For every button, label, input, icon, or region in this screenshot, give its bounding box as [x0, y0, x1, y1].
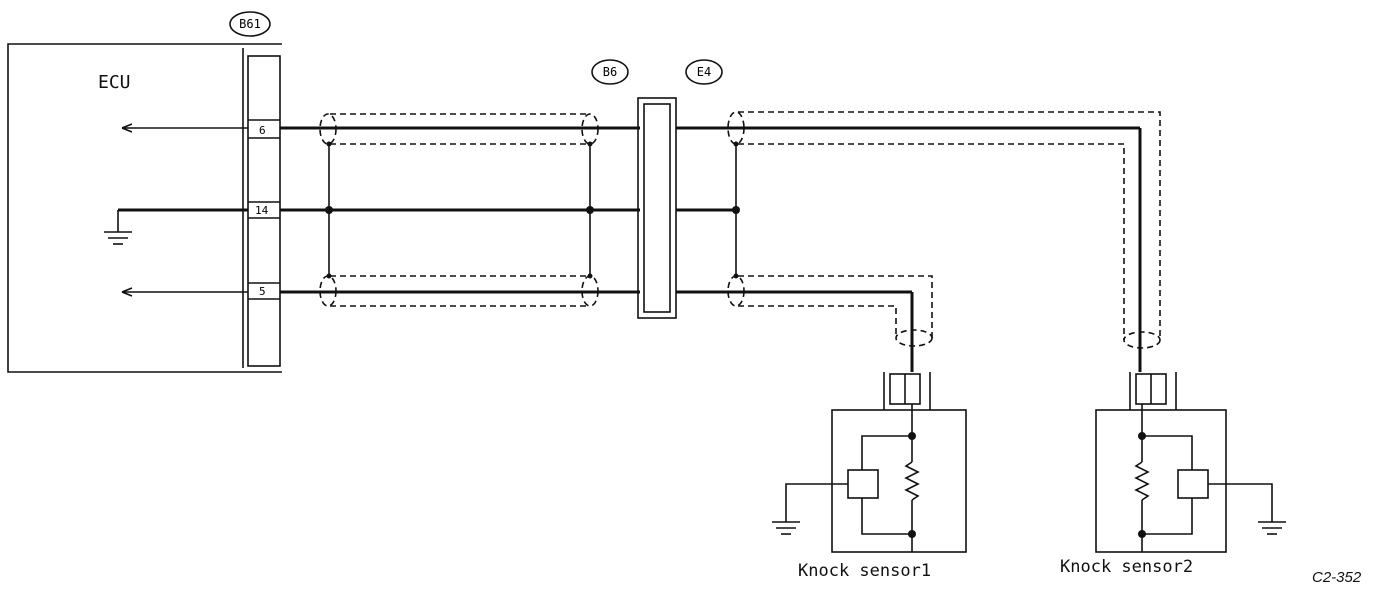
- connector-b61-tag: B61: [229, 11, 271, 37]
- knock-sensor-1: Knock sensor1: [772, 372, 967, 581]
- svg-text:B6: B6: [603, 65, 617, 79]
- ecu-internal-wiring: [117, 123, 248, 297]
- harness-right: [676, 111, 1161, 372]
- knock-sensor-1-label: Knock sensor1: [798, 561, 931, 581]
- ecu-ground-icon: [104, 231, 132, 245]
- pin-5-label: 5: [259, 285, 266, 298]
- knock-sensor-2-label: Knock sensor2: [1060, 557, 1193, 577]
- connector-b61: 6 14 5: [247, 55, 281, 367]
- svg-text:E4: E4: [697, 65, 711, 79]
- knock-sensor-2: Knock sensor2: [1060, 372, 1286, 577]
- connector-b6-tag: B6: [591, 59, 629, 85]
- pin-6-label: 6: [259, 124, 266, 137]
- connector-e4-tag: E4: [685, 59, 723, 85]
- pin-14-label: 14: [255, 204, 269, 217]
- figure-code: C2-352: [1312, 569, 1362, 586]
- ecu-label: ECU: [98, 72, 131, 93]
- ecu-box: ECU: [7, 43, 282, 373]
- harness-left: [280, 113, 640, 307]
- svg-text:B61: B61: [239, 17, 261, 31]
- connector-b6-e4: [637, 97, 677, 319]
